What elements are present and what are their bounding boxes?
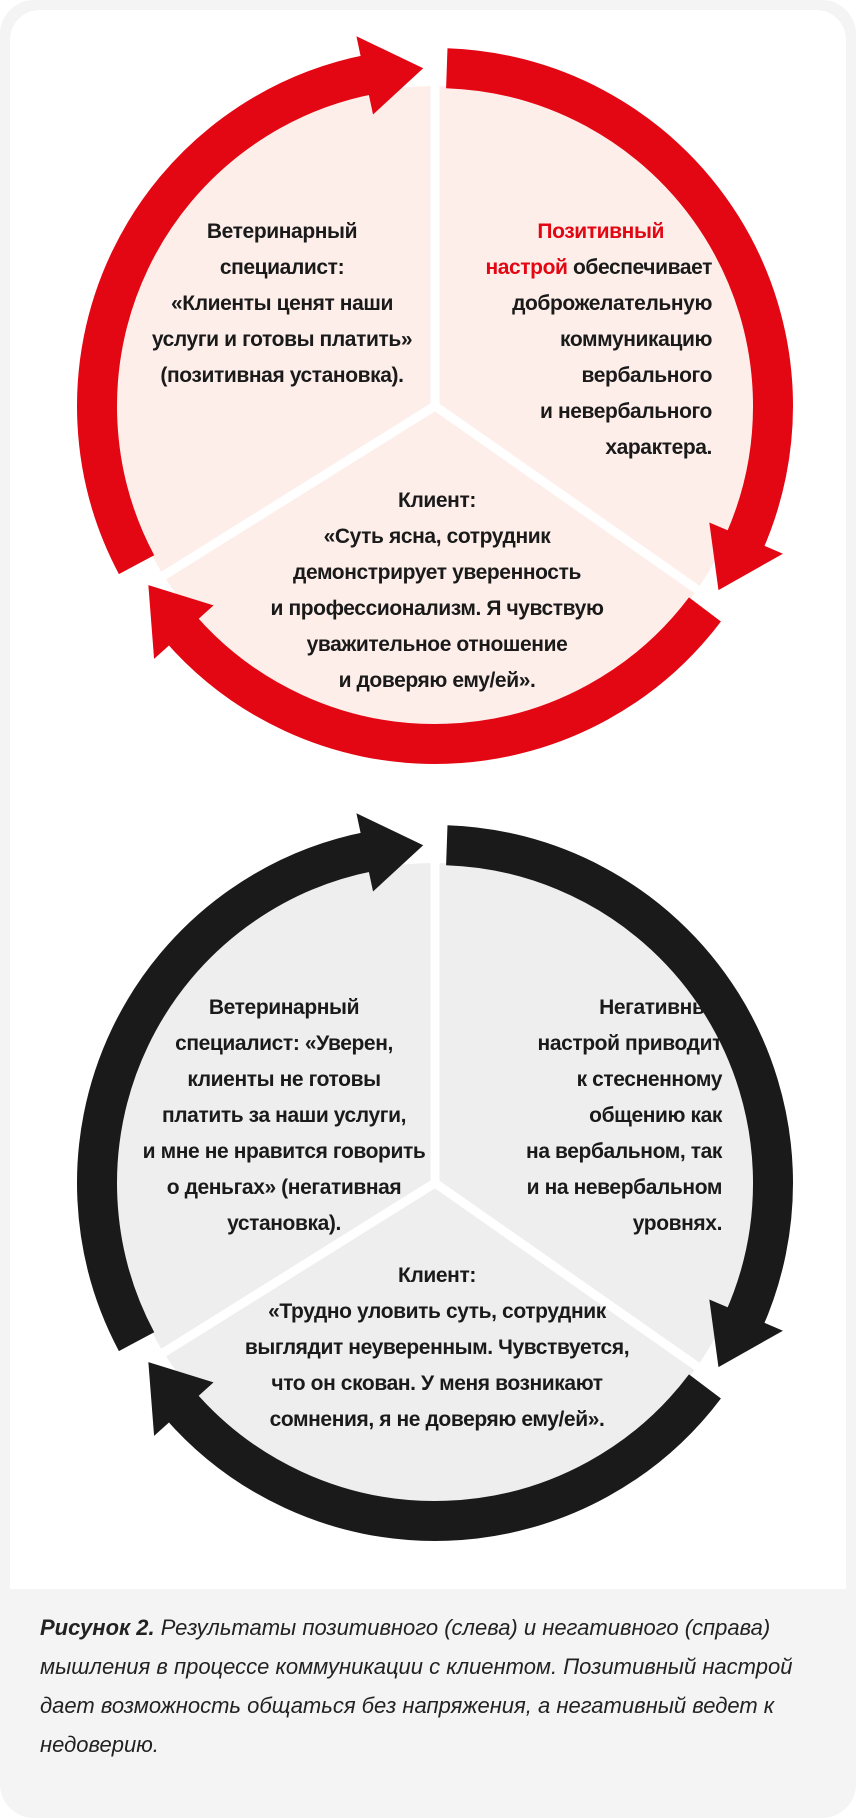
positive-mood-text: Позитивный настрой обеспечивает доброжел…: [485, 214, 712, 466]
text-line: что он скован. У меня возникают: [271, 1372, 603, 1395]
text-line: сомнения, я не доверяю ему/ей».: [269, 1408, 605, 1431]
text-line: (позитивная установка).: [160, 364, 404, 387]
text-line: выглядит неуверенным. Чувствуется,: [244, 1336, 630, 1359]
cycle-arrow-arc: [164, 597, 721, 764]
text-line: общению как: [589, 1104, 722, 1127]
text-line: «Суть ясна, сотрудник: [323, 525, 551, 548]
arrowhead-icon: [709, 522, 783, 591]
text-line: клиенты не готовы: [187, 1068, 381, 1091]
text-line: настрой приводит: [537, 1032, 723, 1055]
text-line: к стесненному: [576, 1068, 723, 1091]
text-line: специалист:: [219, 256, 345, 279]
text-line: «Трудно уловить суть, сотрудник: [268, 1300, 606, 1323]
text-line: коммуникацию: [560, 328, 712, 351]
negative-mood-text: Негативный настрой приводит к стесненном…: [526, 990, 722, 1242]
cycle-arrow-arc: [77, 831, 375, 1352]
text-line: доброжелательную: [512, 292, 712, 315]
caption-label: Рисунок 2.: [40, 1615, 155, 1640]
positive-client-quote: Клиент: «Суть ясна, сотрудник демонстрир…: [271, 483, 604, 699]
cycle-arrow-arc: [164, 1374, 721, 1541]
caption-text: Результаты позитивного (слева) и негатив…: [40, 1615, 793, 1757]
text-line: демонстрирует уверенность: [293, 561, 581, 584]
text-line: и на невербальном: [526, 1176, 723, 1199]
arrowhead-icon: [148, 1362, 214, 1436]
text-line: о деньгах» (негативная: [166, 1176, 402, 1199]
text-line: и невербального: [540, 400, 712, 423]
text-line: Негативный: [599, 996, 722, 1019]
cycle-arrow-arc: [77, 54, 375, 575]
text-line: платить за наши услуги,: [161, 1104, 407, 1127]
positive-cycle-diagram: [77, 36, 793, 764]
highlight-text: Позитивный: [537, 220, 664, 243]
text-line: уровнях.: [632, 1212, 723, 1235]
arrowhead-icon: [709, 1299, 783, 1368]
highlight-text: настрой: [485, 256, 568, 279]
text-line: специалист: «Уверен,: [175, 1032, 393, 1055]
text-line: обеспечивает: [567, 256, 712, 279]
text-line: и доверяю ему/ей».: [338, 669, 536, 692]
text-line: Клиент:: [398, 489, 476, 512]
arrowhead-icon: [148, 585, 214, 659]
negative-vet-quote: Ветеринарный специалист: «Уверен, клиент…: [143, 990, 426, 1242]
figure-caption: Рисунок 2. Результаты позитивного (слева…: [40, 1608, 820, 1764]
text-line: характера.: [605, 436, 712, 459]
sector-divider: [157, 402, 438, 582]
text-line: услуги и готовы платить»: [151, 328, 413, 351]
cycle-arrow-arc: [446, 48, 793, 552]
sector-divider: [432, 1179, 703, 1373]
text-line: уважительное отношение: [306, 633, 568, 656]
text-line: Ветеринарный: [208, 996, 360, 1019]
text-line: Клиент:: [398, 1264, 476, 1287]
arrowhead-icon: [356, 813, 424, 892]
text-line: вербального: [581, 364, 713, 387]
text-line: и мне не нравится говорить: [142, 1140, 426, 1163]
sector-divider: [157, 1179, 438, 1359]
text-line: и профессионализм. Я чувствую: [270, 597, 604, 620]
negative-client-quote: Клиент: «Трудно уловить суть, сотрудник …: [244, 1258, 630, 1438]
sector-divider: [432, 402, 703, 596]
positive-vet-quote: Ветеринарный специалист: «Клиенты ценят …: [151, 214, 413, 394]
text-line: на вербальном, так: [526, 1140, 722, 1163]
text-line: установка).: [227, 1212, 341, 1235]
text-line: «Клиенты ценят наши: [171, 292, 393, 315]
text-line: Ветеринарный: [206, 220, 358, 243]
cycle-arrow-arc: [446, 825, 793, 1329]
arrowhead-icon: [356, 36, 424, 115]
negative-cycle-diagram: [77, 813, 793, 1541]
